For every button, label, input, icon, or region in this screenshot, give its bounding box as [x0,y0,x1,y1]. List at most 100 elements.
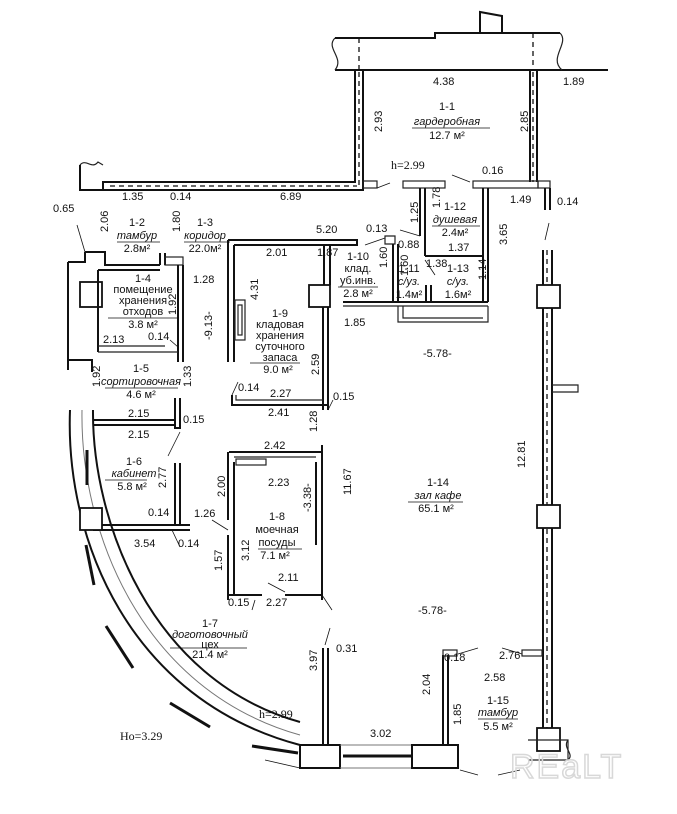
svg-text:2.01: 2.01 [266,247,287,259]
svg-text:1-8: 1-8 [269,511,285,523]
floor-height: Ho=3.29 [120,729,162,743]
svg-text:тамбур: тамбур [117,230,157,242]
svg-text:1-12: 1-12 [444,201,466,213]
svg-text:2.76: 2.76 [499,650,520,662]
svg-text:1.49: 1.49 [510,194,531,206]
svg-text:хранения: хранения [256,330,304,342]
lower-walls [322,627,543,776]
svg-text:2.06: 2.06 [99,211,111,232]
dimension-labels: 4.38 1.89 0.16 1.35 0.14 6.89 0.65 5.20 … [53,76,584,740]
svg-text:кладовая: кладовая [256,319,304,331]
svg-text:4.38: 4.38 [433,76,454,88]
svg-text:0.15: 0.15 [183,414,204,426]
svg-text:5.8 м²: 5.8 м² [117,481,147,493]
svg-text:1.35: 1.35 [122,191,143,203]
svg-text:2.42: 2.42 [264,440,285,452]
svg-text:0.14: 0.14 [148,507,169,519]
svg-text:1-3: 1-3 [197,217,213,229]
svg-text:12.81: 12.81 [516,440,528,468]
svg-text:с/уз.: с/уз. [447,276,469,288]
svg-text:2.23: 2.23 [268,477,289,489]
svg-text:-9.13-: -9.13- [203,311,215,340]
svg-text:0.65: 0.65 [53,203,74,215]
svg-text:0.18: 0.18 [444,652,465,664]
svg-text:1.28: 1.28 [193,274,214,286]
svg-text:суточного: суточного [255,341,305,353]
svg-text:2.93: 2.93 [373,111,385,132]
svg-text:1.14: 1.14 [477,259,489,280]
svg-text:5.5 м²: 5.5 м² [483,721,513,733]
svg-text:2.13: 2.13 [103,334,124,346]
room-label-1-5: 1-5 сортировочная 4.6 м² [101,363,181,401]
svg-text:1-2: 1-2 [129,217,145,229]
room-label-1-11: 1-11 с/уз. 1.4м² [396,263,423,301]
svg-text:0.31: 0.31 [336,643,357,655]
svg-text:1-15: 1-15 [487,695,509,707]
svg-text:11.67: 11.67 [342,468,354,495]
svg-text:1.28: 1.28 [308,411,320,432]
svg-text:0.15: 0.15 [228,597,249,609]
svg-text:посуды: посуды [258,537,295,549]
svg-text:1.33: 1.33 [182,366,194,387]
svg-text:1-14: 1-14 [427,477,449,489]
svg-text:2.58: 2.58 [484,672,505,684]
svg-text:1.26: 1.26 [194,508,215,520]
svg-text:1.89: 1.89 [563,76,584,88]
svg-text:21.4 м²: 21.4 м² [192,649,228,661]
svg-text:9.0 м²: 9.0 м² [263,364,293,376]
svg-text:1-7: 1-7 [202,618,218,630]
svg-text:зал кафе: зал кафе [414,490,462,502]
svg-text:4.6 м²: 4.6 м² [126,389,156,401]
svg-text:1.92: 1.92 [167,294,179,315]
vertical-dimension-labels: 2.93 2.85 2.06 1.80 1.25 1.78 1.60 1.60 … [91,111,531,725]
svg-text:65.1 м²: 65.1 м² [418,503,454,515]
room-label-1-14: 1-14 зал кафе 65.1 м² [408,477,463,515]
svg-text:3.54: 3.54 [134,538,155,550]
storage-room-walls [227,239,358,411]
east-wall [528,188,579,761]
ceiling-height-bottom: h=2.99 [259,707,293,721]
svg-text:2.27: 2.27 [270,388,291,400]
svg-text:моечная: моечная [255,524,298,536]
svg-text:1-1: 1-1 [439,101,455,113]
svg-text:2.85: 2.85 [519,111,531,132]
svg-text:1.25: 1.25 [409,202,421,223]
svg-text:1-5: 1-5 [133,363,149,375]
ceiling-height-top: h=2.99 [391,158,425,172]
svg-text:уб.инв.: уб.инв. [340,275,376,287]
svg-text:сортировочная: сортировочная [101,376,181,388]
svg-text:1-9: 1-9 [272,308,288,320]
svg-text:3.97: 3.97 [308,650,320,671]
svg-text:1-11: 1-11 [398,263,419,275]
wardrobe-walls [102,70,551,191]
svg-text:-5.78-: -5.78- [423,348,452,360]
svg-text:7.1 м²: 7.1 м² [260,550,290,562]
room-label-1-1: 1-1 гардеробная 12.7 м² [412,101,490,142]
svg-text:запаса: запаса [263,352,299,364]
svg-text:1.78: 1.78 [431,187,443,208]
svg-text:5.20: 5.20 [316,224,337,236]
svg-text:12.7 м²: 12.7 м² [429,130,465,142]
svg-text:1.85: 1.85 [344,317,365,329]
svg-text:гардеробная: гардеробная [414,116,480,128]
room-label-1-4: 1-4 помещение хранения отходов 3.8 м² [108,273,178,331]
svg-text:клад.: клад. [345,263,372,275]
svg-text:0.15: 0.15 [333,391,354,403]
room-label-1-8: 1-8 моечная посуды 7.1 м² [255,511,302,562]
svg-text:2.59: 2.59 [310,354,322,375]
svg-text:22.0м²: 22.0м² [189,243,222,255]
room-label-1-15: 1-15 тамбур 5.5 м² [478,695,518,733]
svg-text:2.77: 2.77 [157,467,169,488]
office-walls [93,398,190,548]
svg-text:отходов: отходов [123,306,164,318]
dishwashing-walls [211,445,333,611]
svg-text:6.89: 6.89 [280,191,301,203]
svg-text:2.11: 2.11 [278,572,299,584]
svg-text:2.41: 2.41 [268,407,289,419]
svg-text:-3.38-: -3.38- [302,483,314,512]
svg-text:1-13: 1-13 [447,263,469,275]
svg-text:3.65: 3.65 [498,224,510,245]
svg-text:1.4м²: 1.4м² [396,289,423,301]
